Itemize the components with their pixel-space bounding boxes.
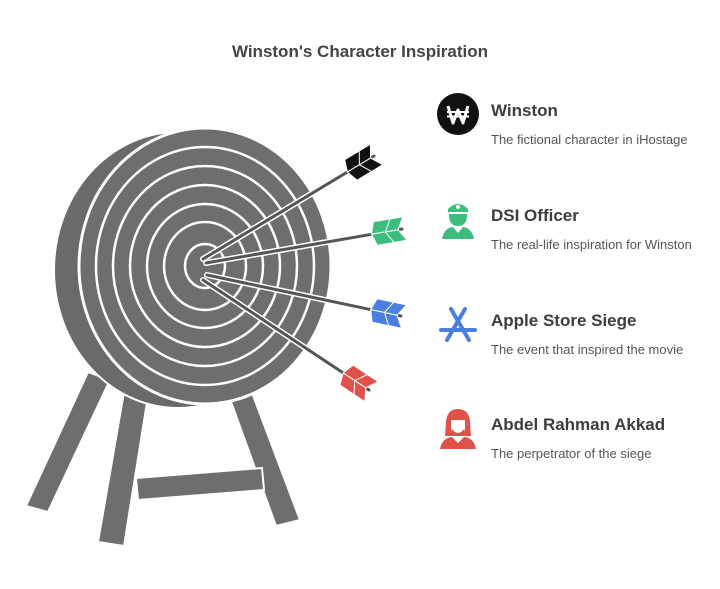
diagram-title: Winston's Character Inspiration [231,42,489,61]
arrow-3 [204,272,408,330]
item-description: The real-life inspiration for Winston [491,237,692,252]
item-title: Apple Store Siege [491,311,637,330]
won-sign-icon [436,92,480,136]
item-dsi-officer: DSI Officer The real-life inspiration fo… [436,197,720,267]
app-store-icon [436,302,480,346]
police-officer-icon [436,197,480,241]
item-title: DSI Officer [491,206,579,225]
target-board [53,126,333,409]
item-abdel-rahman-akkad: Abdel Rahman Akkad The perpetrator of th… [436,406,720,476]
arrows [200,143,408,403]
person-keffiyeh-icon [436,406,480,450]
arrow-1 [200,143,384,262]
arrow-2 [203,216,408,266]
item-title: Winston [491,101,558,120]
item-description: The perpetrator of the siege [491,446,652,461]
item-description: The event that inspired the movie [491,342,684,357]
item-apple-store-siege: Apple Store Siege The event that inspire… [436,302,720,372]
item-winston: Winston The fictional character in iHost… [436,92,720,162]
arrow-4 [200,277,380,403]
item-title: Abdel Rahman Akkad [491,415,666,434]
item-description: The fictional character in iHostage [491,132,688,147]
target-stand [24,370,302,548]
